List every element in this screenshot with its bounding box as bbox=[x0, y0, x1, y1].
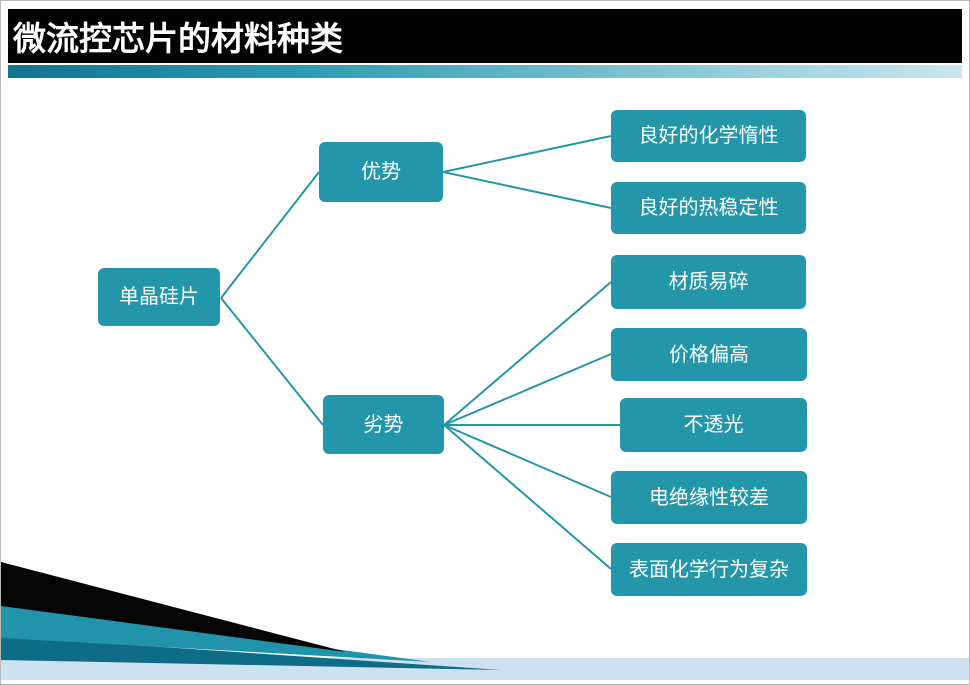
connector-line bbox=[442, 171, 612, 209]
title-bar: 微流控芯片的材料种类 bbox=[8, 9, 962, 63]
node-leaf-fragile-material: 材质易碎 bbox=[611, 255, 806, 309]
node-leaf-thermal-stability: 良好的热稳定性 bbox=[611, 182, 806, 234]
connector-line bbox=[220, 171, 320, 299]
footer-black-swoosh bbox=[1, 562, 346, 652]
node-advantages: 优势 bbox=[319, 142, 443, 202]
node-leaf-chemical-inertness: 良好的化学惰性 bbox=[611, 110, 806, 162]
node-leaf-complex-surface-chemistry: 表面化学行为复杂 bbox=[611, 543, 807, 596]
footer-bright-teal-shape bbox=[1, 604, 431, 662]
connector-line bbox=[443, 424, 612, 570]
node-root-silicon-wafer: 单晶硅片 bbox=[98, 268, 220, 326]
slide-title: 微流控芯片的材料种类 bbox=[13, 20, 343, 57]
connector-line bbox=[442, 135, 612, 173]
footer-strip-shape bbox=[1, 658, 969, 680]
node-leaf-poor-electrical-insulation: 电绝缘性较差 bbox=[611, 471, 807, 524]
node-leaf-opaque: 不透光 bbox=[620, 398, 807, 452]
connector-line bbox=[443, 424, 612, 498]
footer-decoration bbox=[1, 562, 969, 680]
connector-line bbox=[443, 281, 612, 426]
accent-bar bbox=[8, 65, 962, 78]
node-disadvantages: 劣势 bbox=[323, 395, 444, 454]
connector-line bbox=[220, 297, 324, 426]
footer-dark-teal-shape bbox=[1, 636, 501, 670]
connector-line bbox=[443, 353, 612, 426]
node-leaf-high-price: 价格偏高 bbox=[611, 328, 807, 381]
